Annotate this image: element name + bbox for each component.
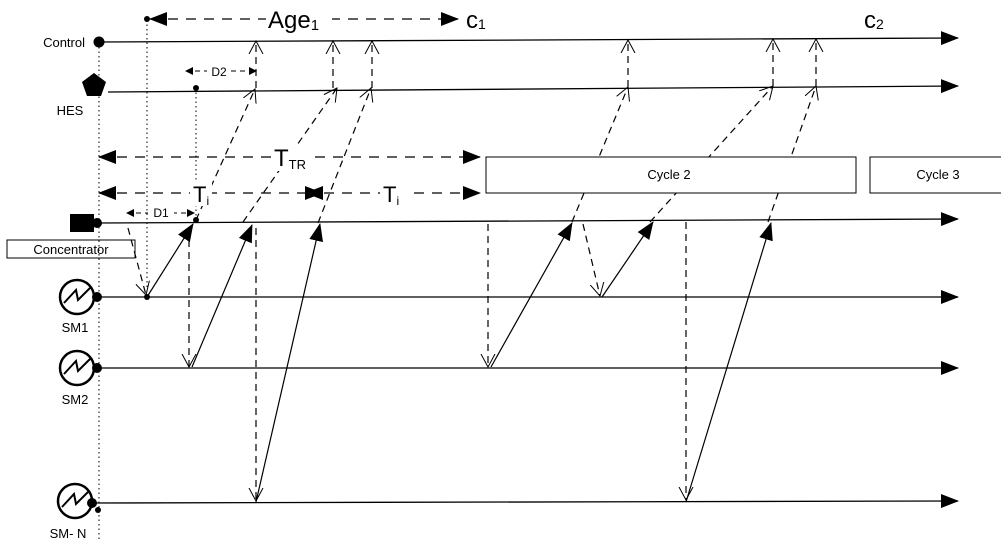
age-label: Age1 [268, 7, 319, 34]
cycle-3-box [869, 156, 1001, 194]
timeline-sm1 [58, 278, 959, 316]
cycle-3-label: Cycle 3 [916, 167, 959, 182]
cycle-2-label: Cycle 2 [647, 167, 690, 182]
ti-label-1: Ti [193, 182, 209, 208]
control-label: Control [43, 35, 85, 50]
sm2-label: SM2 [62, 392, 89, 407]
d2-label: D2 [211, 65, 227, 79]
cycle-2-box [485, 156, 857, 194]
ti-label-2: Ti [383, 182, 399, 208]
ttr-label: TTR [274, 145, 306, 172]
smn-label: SM- N [50, 526, 87, 541]
timeline-smn [56, 482, 959, 520]
timeline-concentrator [6, 212, 959, 259]
concentrator-label-box [6, 239, 136, 259]
c1-label: c1 [466, 7, 486, 34]
timeline-sm2 [58, 349, 959, 387]
concentrator-label: Concentrator [33, 242, 109, 257]
timeline-control [93, 31, 959, 48]
hes-label: HES [57, 103, 84, 118]
pentagon-icon [82, 73, 106, 96]
dotted-guides [98, 20, 197, 540]
dimension-arrows [98, 12, 481, 217]
dashed-arrows [127, 39, 816, 501]
concentrator-icon [70, 214, 94, 232]
sm1-label: SM1 [62, 320, 89, 335]
uplink-arrows [146, 221, 773, 503]
c2-label: c2 [864, 7, 884, 34]
d1-label: D1 [153, 206, 169, 220]
